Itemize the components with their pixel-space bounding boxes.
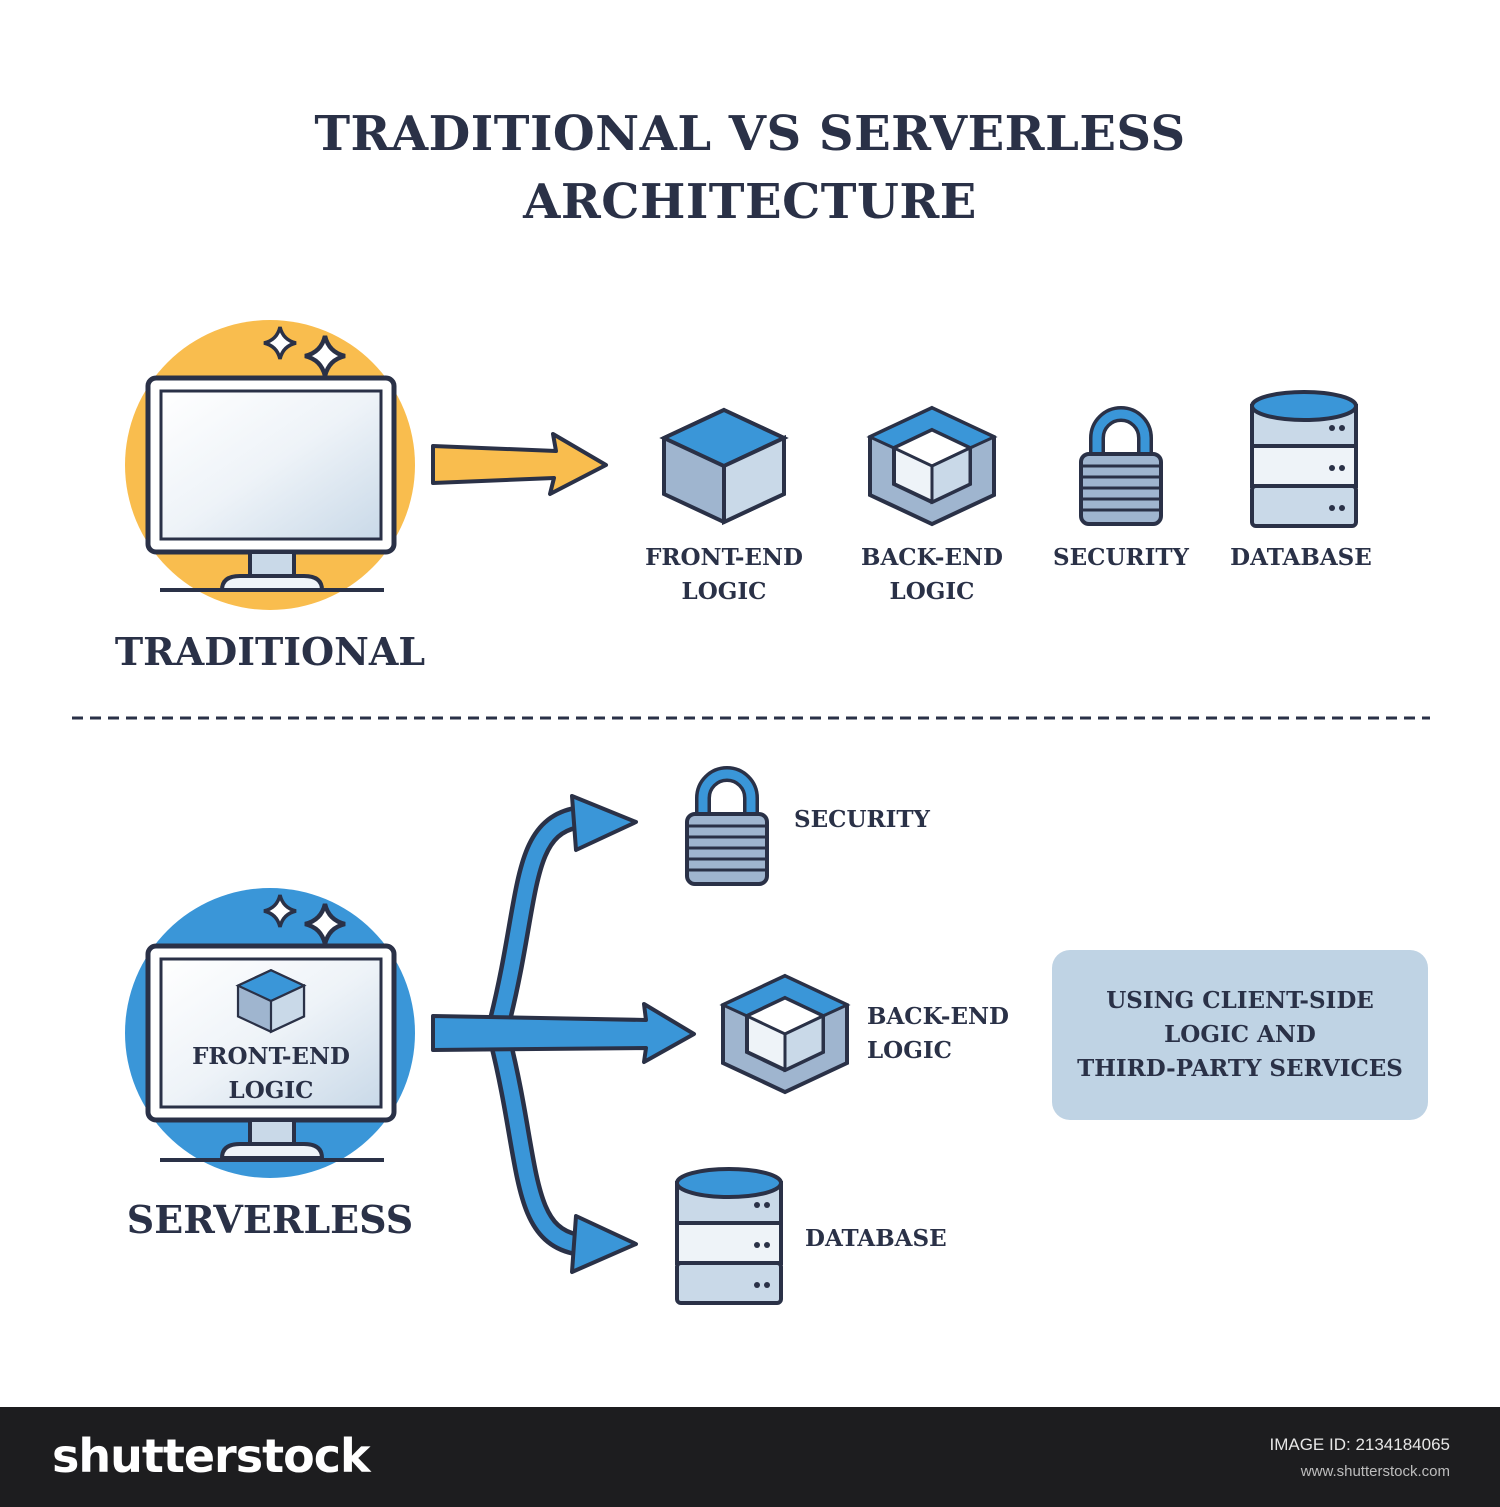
label-line: FRONT-END [645,544,803,571]
serverless-branch-arrows [431,794,696,1274]
database-icon [675,1167,783,1305]
label-line: LOGIC [867,1037,952,1064]
diagram-canvas: TRADITIONAL VS SERVERLESS ARCHITECTURE [0,100,1500,1305]
diagram-graphics [72,320,1430,1305]
note-line: THIRD-PARTY SERVICES [1077,1055,1403,1082]
title-line-1: TRADITIONAL VS SERVERLESS [314,106,1186,162]
label-line: LOGIC [228,1077,314,1104]
hollow-cube-icon [868,406,996,526]
hollow-cube-icon [721,974,849,1094]
page-title: TRADITIONAL VS SERVERLESS ARCHITECTURE [0,100,1500,236]
section-heading-serverless: SERVERLESS [126,1197,414,1242]
label-line: BACK-END [867,1003,1009,1030]
section-heading-traditional: TRADITIONAL [114,629,426,674]
label-line: LOGIC [681,578,767,605]
component-label-security: SECURITY [794,806,930,833]
image-id: IMAGE ID: 2134184065 [1269,1435,1450,1454]
note-line: USING CLIENT-SIDE [1106,987,1374,1014]
cube-icon [662,408,786,524]
label-line: FRONT-END [192,1043,350,1070]
serverless-note-box: USING CLIENT-SIDE LOGIC AND THIRD-PARTY … [1052,950,1428,1120]
database-icon [1250,390,1358,528]
component-label-front-end: FRONT-END LOGIC [624,541,824,609]
note-text: USING CLIENT-SIDE LOGIC AND THIRD-PARTY … [1077,984,1403,1086]
component-label-back-end: BACK-END LOGIC [867,1000,1009,1068]
brand-logo: shutterstock [52,1429,371,1483]
site-url: www.shutterstock.com [1300,1463,1450,1480]
stock-footer-bar: shutterstock IMAGE ID: 2134184065 www.sh… [0,1407,1500,1507]
label-line: BACK-END [861,544,1003,571]
monitor-label-front-end: FRONT-END LOGIC [171,1040,371,1108]
component-label-database: DATABASE [1230,544,1372,571]
padlock-icon [687,774,767,884]
padlock-icon [1081,414,1161,524]
component-label-back-end: BACK-END LOGIC [832,541,1032,609]
label-line: LOGIC [889,578,975,605]
component-label-security: SECURITY [1053,544,1189,571]
component-label-database: DATABASE [805,1225,947,1252]
traditional-arrow [431,432,608,496]
traditional-monitor-illustration [125,320,415,610]
serverless-monitor-illustration [125,888,415,1178]
note-line: LOGIC AND [1164,1021,1316,1048]
title-line-2: ARCHITECTURE [523,174,977,230]
